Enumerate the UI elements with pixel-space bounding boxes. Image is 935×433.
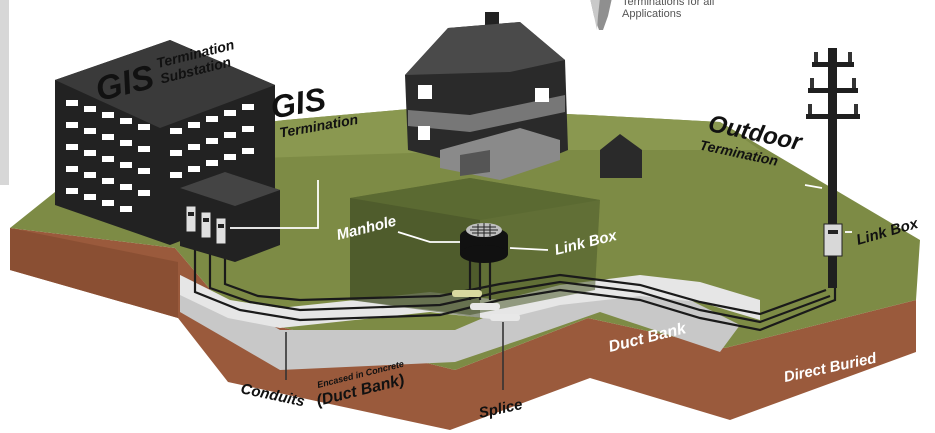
callout-line-2: Applications (622, 8, 682, 20)
leader-lines (230, 180, 852, 251)
soil-layer (10, 228, 916, 430)
callout-line-1: Terminations for all (622, 0, 715, 8)
terminations-callout: Terminations for all Applications (622, 0, 822, 20)
termination-product-icon (590, 0, 612, 30)
splice-joints (452, 290, 520, 321)
gis-termination-label: GIS Termination (268, 80, 359, 140)
manhole-link-box (460, 223, 508, 263)
building-windows (66, 100, 254, 212)
utility-pole (806, 48, 860, 288)
left-edge-bar (0, 0, 9, 185)
house (405, 12, 642, 180)
leader-lines-dark (285, 322, 504, 390)
gis-termination-cabinet (180, 172, 280, 262)
